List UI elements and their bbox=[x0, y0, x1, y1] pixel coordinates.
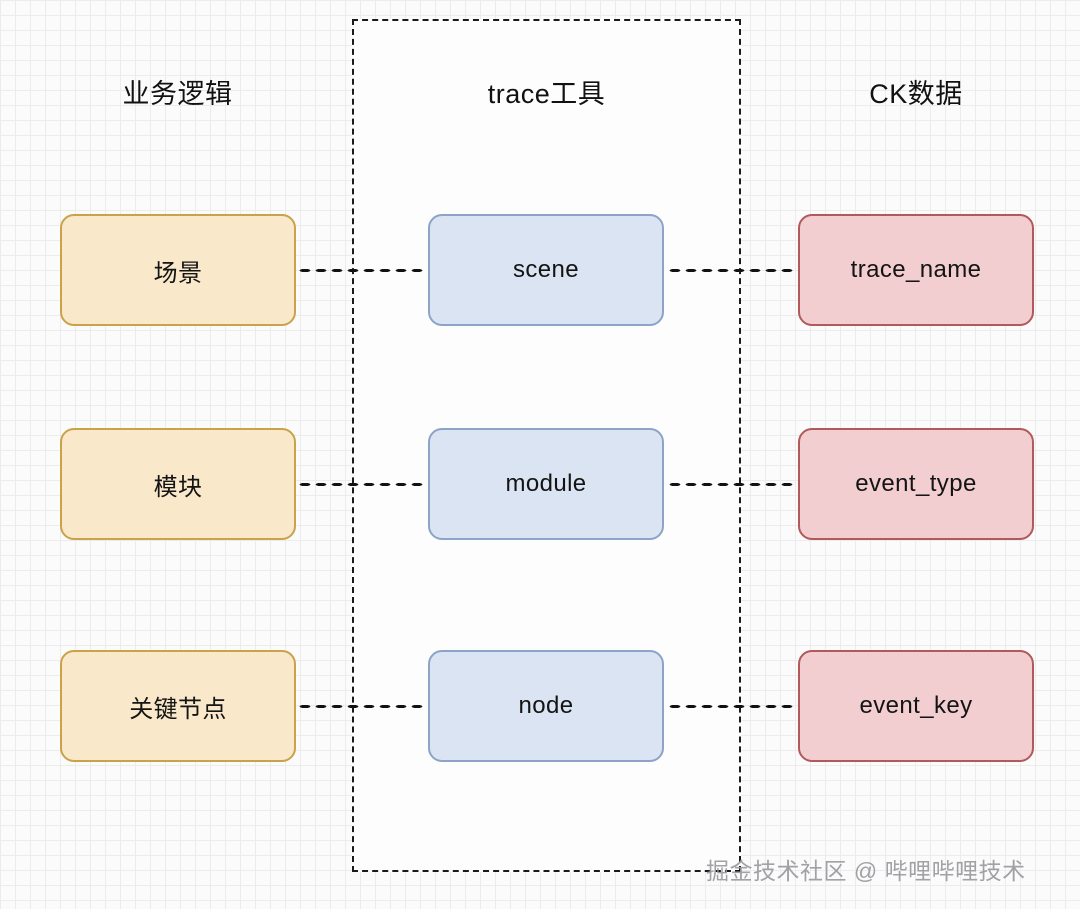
node-tool-scene[interactable]: scene bbox=[428, 214, 664, 326]
connector-business-to-tool-row1 bbox=[297, 268, 425, 273]
connector-business-to-tool-row2 bbox=[297, 482, 425, 487]
connector-tool-to-ck-row3 bbox=[667, 704, 795, 709]
column-header-ck-data: CK数据 bbox=[869, 79, 963, 109]
node-ck-event-key[interactable]: event_key bbox=[798, 650, 1034, 762]
column-header-trace-tool: trace工具 bbox=[487, 79, 606, 109]
node-business-key-node[interactable]: 关键节点 bbox=[60, 650, 296, 762]
connector-tool-to-ck-row1 bbox=[667, 268, 795, 273]
connector-tool-to-ck-row2 bbox=[667, 482, 795, 487]
node-business-scene[interactable]: 场景 bbox=[60, 214, 296, 326]
node-ck-trace-name[interactable]: trace_name bbox=[798, 214, 1034, 326]
column-header-business-logic: 业务逻辑 bbox=[122, 79, 233, 109]
node-tool-module[interactable]: module bbox=[428, 428, 664, 540]
node-business-module[interactable]: 模块 bbox=[60, 428, 296, 540]
connector-business-to-tool-row3 bbox=[297, 704, 425, 709]
watermark-text: 掘金技术社区 @ 哔哩哔哩技术 bbox=[706, 858, 1026, 884]
node-ck-event-type[interactable]: event_type bbox=[798, 428, 1034, 540]
node-tool-node[interactable]: node bbox=[428, 650, 664, 762]
